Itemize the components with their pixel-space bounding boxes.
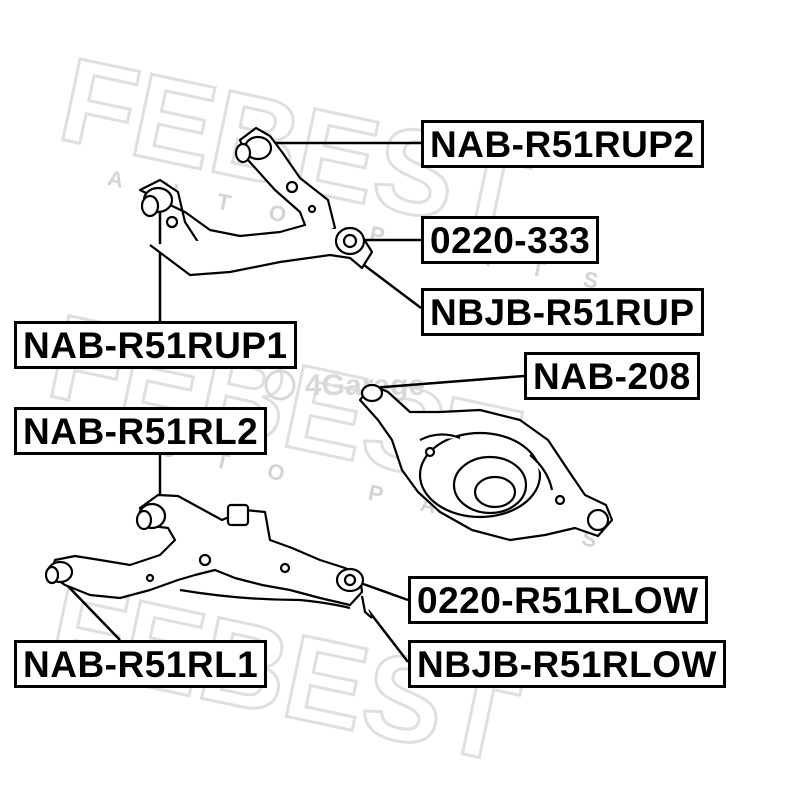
leader-line-nbjb-r51rlow — [367, 609, 409, 663]
lower-control-arm — [44, 493, 373, 619]
part-label-0220-333: 0220-333 — [421, 216, 600, 264]
part-label-nbjb-r51rup: NBJB-R51RUP — [421, 288, 704, 336]
leader-line-nab-208 — [371, 374, 525, 390]
watermark-site-logo-icon — [264, 369, 296, 401]
leader-line-nab-r51rl1 — [61, 579, 121, 641]
leader-line-nbjb-r51rup — [359, 261, 422, 309]
part-label-nab-r51rl2: NAB-R51RL2 — [14, 407, 268, 455]
part-label-nbjb-r51rlow: NBJB-R51RLOW — [408, 640, 726, 688]
lower-spring-arm — [358, 383, 614, 542]
upper-control-arm — [138, 126, 374, 277]
part-label-nab-208: NAB-208 — [524, 352, 700, 400]
part-label-nab-r51rup2: NAB-R51RUP2 — [421, 120, 704, 168]
part-label-nab-r51rl1: NAB-R51RL1 — [14, 640, 268, 688]
part-label-0220-r51rlow: 0220-R51RLOW — [408, 576, 708, 624]
part-label-nab-r51rup1: NAB-R51RUP1 — [14, 321, 297, 369]
leader-lines — [61, 141, 525, 663]
